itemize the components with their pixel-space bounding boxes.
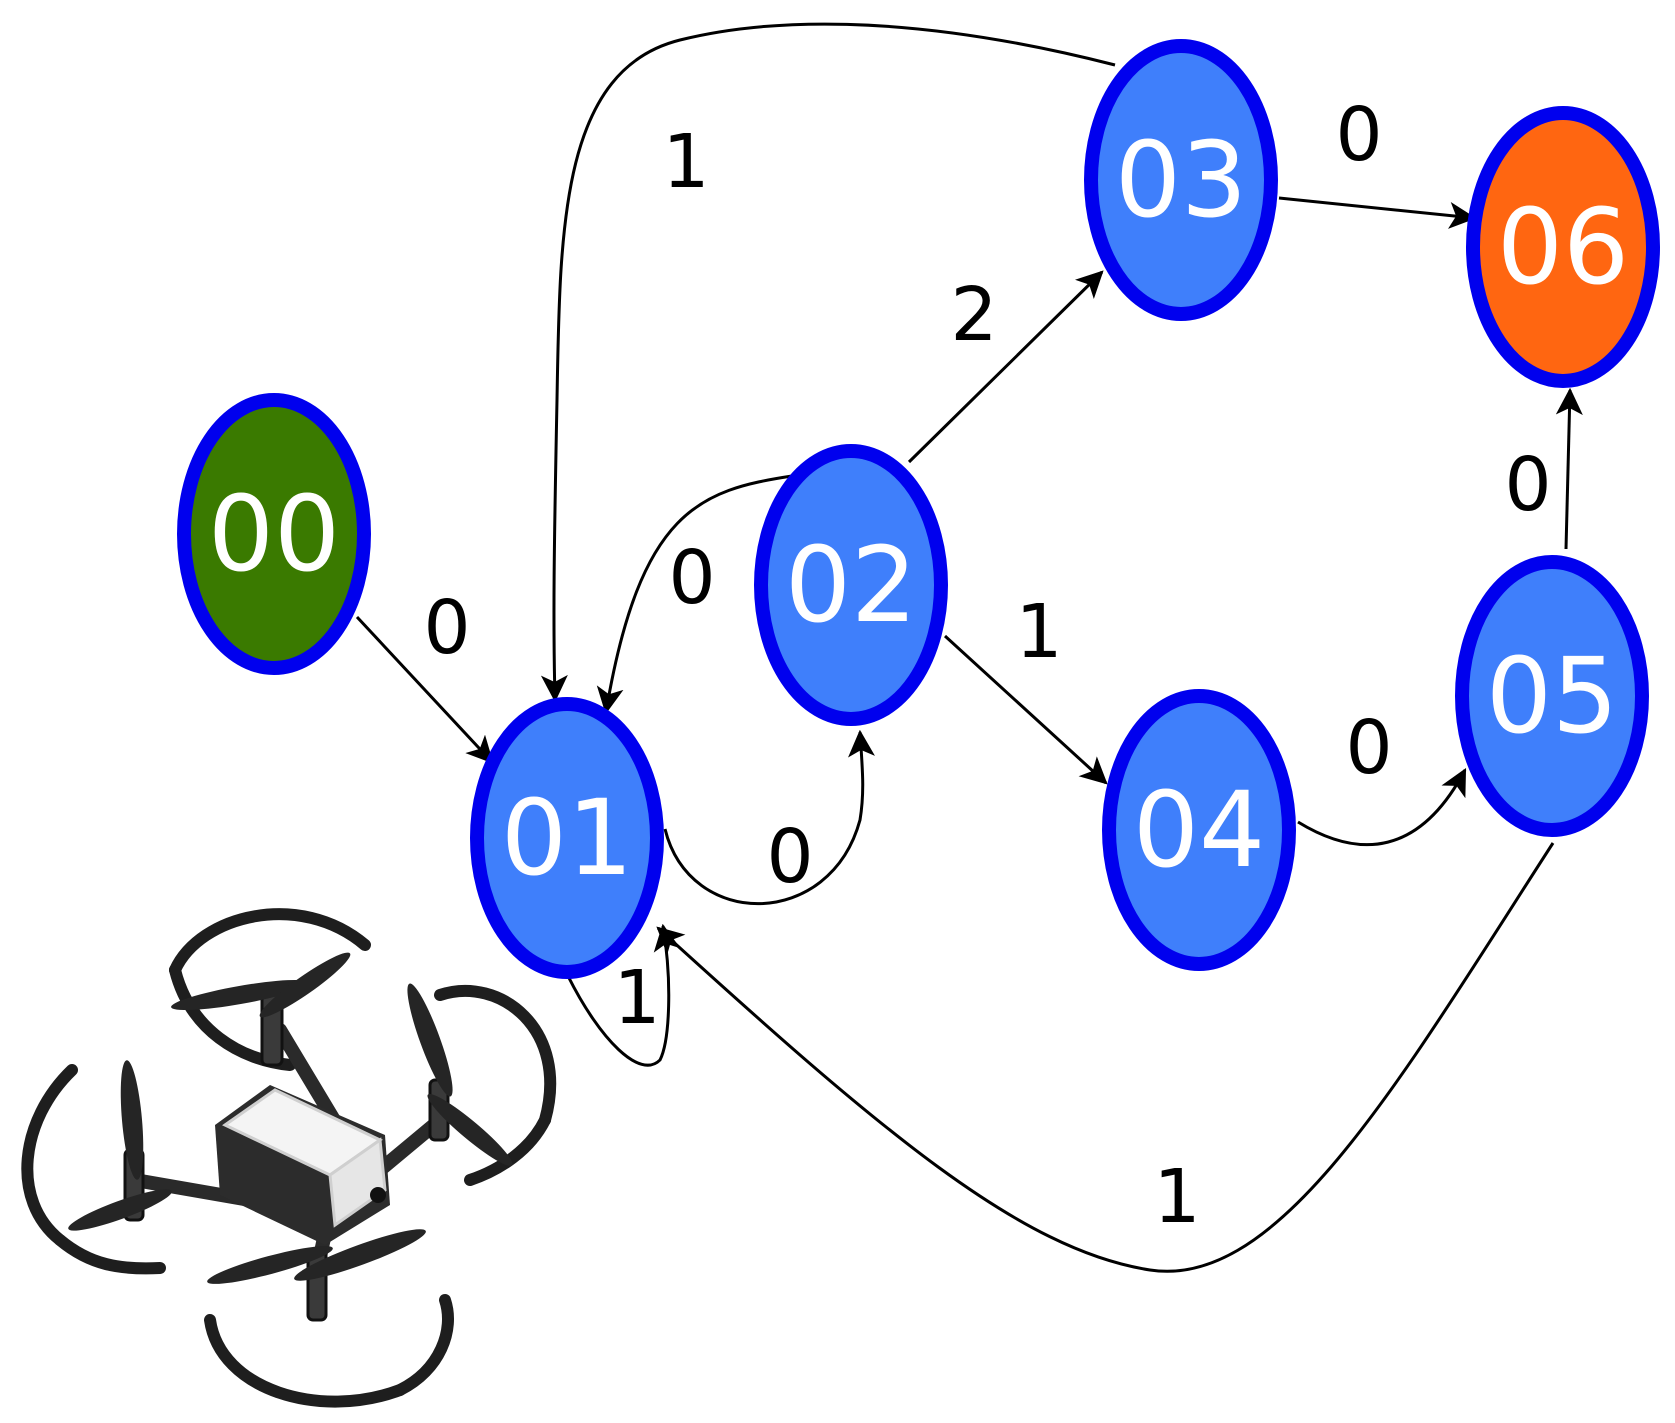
state-node-01-circle [470,697,664,979]
state-node-05-label: 05 [1486,635,1618,757]
edge-04-05 [1297,768,1467,847]
nodes: 00 01 02 03 04 05 06 [177,39,1660,979]
state-node-01: 01 [470,697,664,979]
edge-label-02-03: 2 [950,272,997,358]
edge-05-01 [656,842,1555,1273]
state-node-06-label: 06 [1497,186,1629,308]
state-node-06: 06 [1466,106,1660,388]
edge-03-01 [540,22,1116,703]
edge-05-06 [1555,387,1583,550]
state-node-00-label: 00 [208,473,340,595]
edge-label-05-01: 1 [1153,1154,1200,1240]
edge-02-04 [943,634,1108,785]
edge-label-05-06: 0 [1504,442,1551,528]
edges [355,22,1583,1273]
edge-label-02-04: 1 [1015,589,1062,675]
edge-02-03 [907,270,1104,464]
edge-label-00-01: 0 [423,585,470,671]
state-node-00-circle [177,393,371,675]
state-node-05-circle [1455,555,1649,837]
state-node-03: 03 [1084,39,1278,321]
state-node-04-circle [1102,689,1296,971]
state-node-01-label: 01 [501,777,633,899]
state-node-03-circle [1084,39,1278,321]
state-node-00: 00 [177,393,371,675]
edge-labels: 0 0 0 1 2 1 1 0 0 0 1 [423,92,1551,1240]
edge-01-02 [663,729,875,906]
state-node-02-circle [754,444,948,726]
state-node-03-label: 03 [1115,119,1247,241]
state-node-04: 04 [1102,689,1296,971]
drone-icon [21,908,557,1408]
state-node-05: 05 [1455,555,1649,837]
edge-label-02-01: 0 [668,535,715,621]
edge-label-03-06: 0 [1335,92,1382,178]
state-node-06-circle [1466,106,1660,388]
edge-02-01 [596,474,793,715]
edge-label-01-01: 1 [613,955,660,1041]
edge-00-01 [355,615,494,764]
edge-label-04-05: 0 [1345,705,1392,791]
edge-01-01-loop [566,923,681,1067]
edge-label-01-02: 0 [766,814,813,900]
state-node-04-label: 04 [1133,769,1265,891]
state-node-02-label: 02 [785,524,917,646]
edge-label-03-01: 1 [662,119,709,205]
edge-03-06 [1278,196,1477,229]
state-node-02: 02 [754,444,948,726]
